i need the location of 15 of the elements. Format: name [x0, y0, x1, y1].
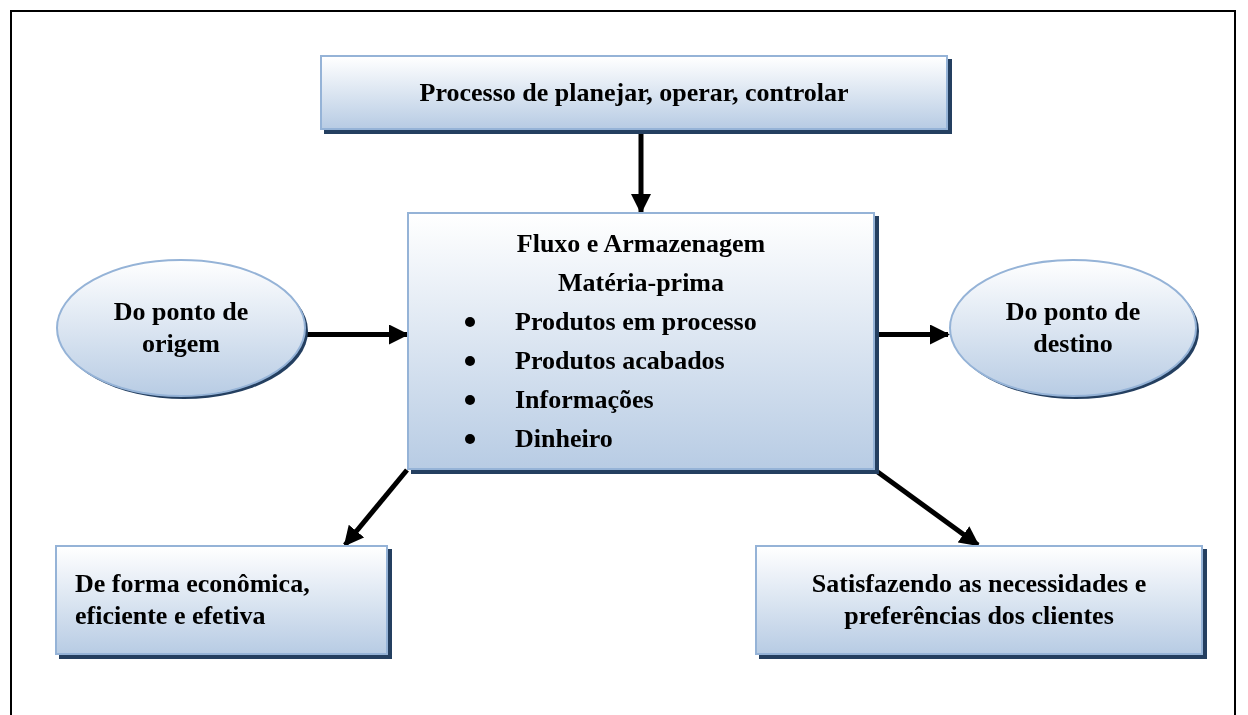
box-heading: Fluxo e Armazenagem	[515, 228, 767, 260]
bullet-item: Informações	[465, 380, 855, 419]
box-text: De forma econômica, eficiente e efetiva	[75, 568, 311, 632]
bullet-item: Dinheiro	[465, 419, 855, 458]
arrow	[307, 324, 409, 345]
ellipse-node	[55, 258, 307, 398]
bullet-item: Produtos acabados	[465, 341, 855, 380]
box-text: Satisfazendo as necessidades e preferências dos clientes	[810, 568, 1148, 632]
arrow	[343, 468, 409, 547]
node-label: Do ponto de destino	[1004, 296, 1142, 360]
bullet-item: Produtos em processo	[465, 302, 855, 341]
node-label: Do ponto de origem	[112, 296, 250, 360]
box-text: Processo de planejar, operar, controlar	[419, 76, 849, 109]
box-heading: Matéria-prima	[556, 267, 725, 299]
ellipse-node	[948, 258, 1198, 398]
